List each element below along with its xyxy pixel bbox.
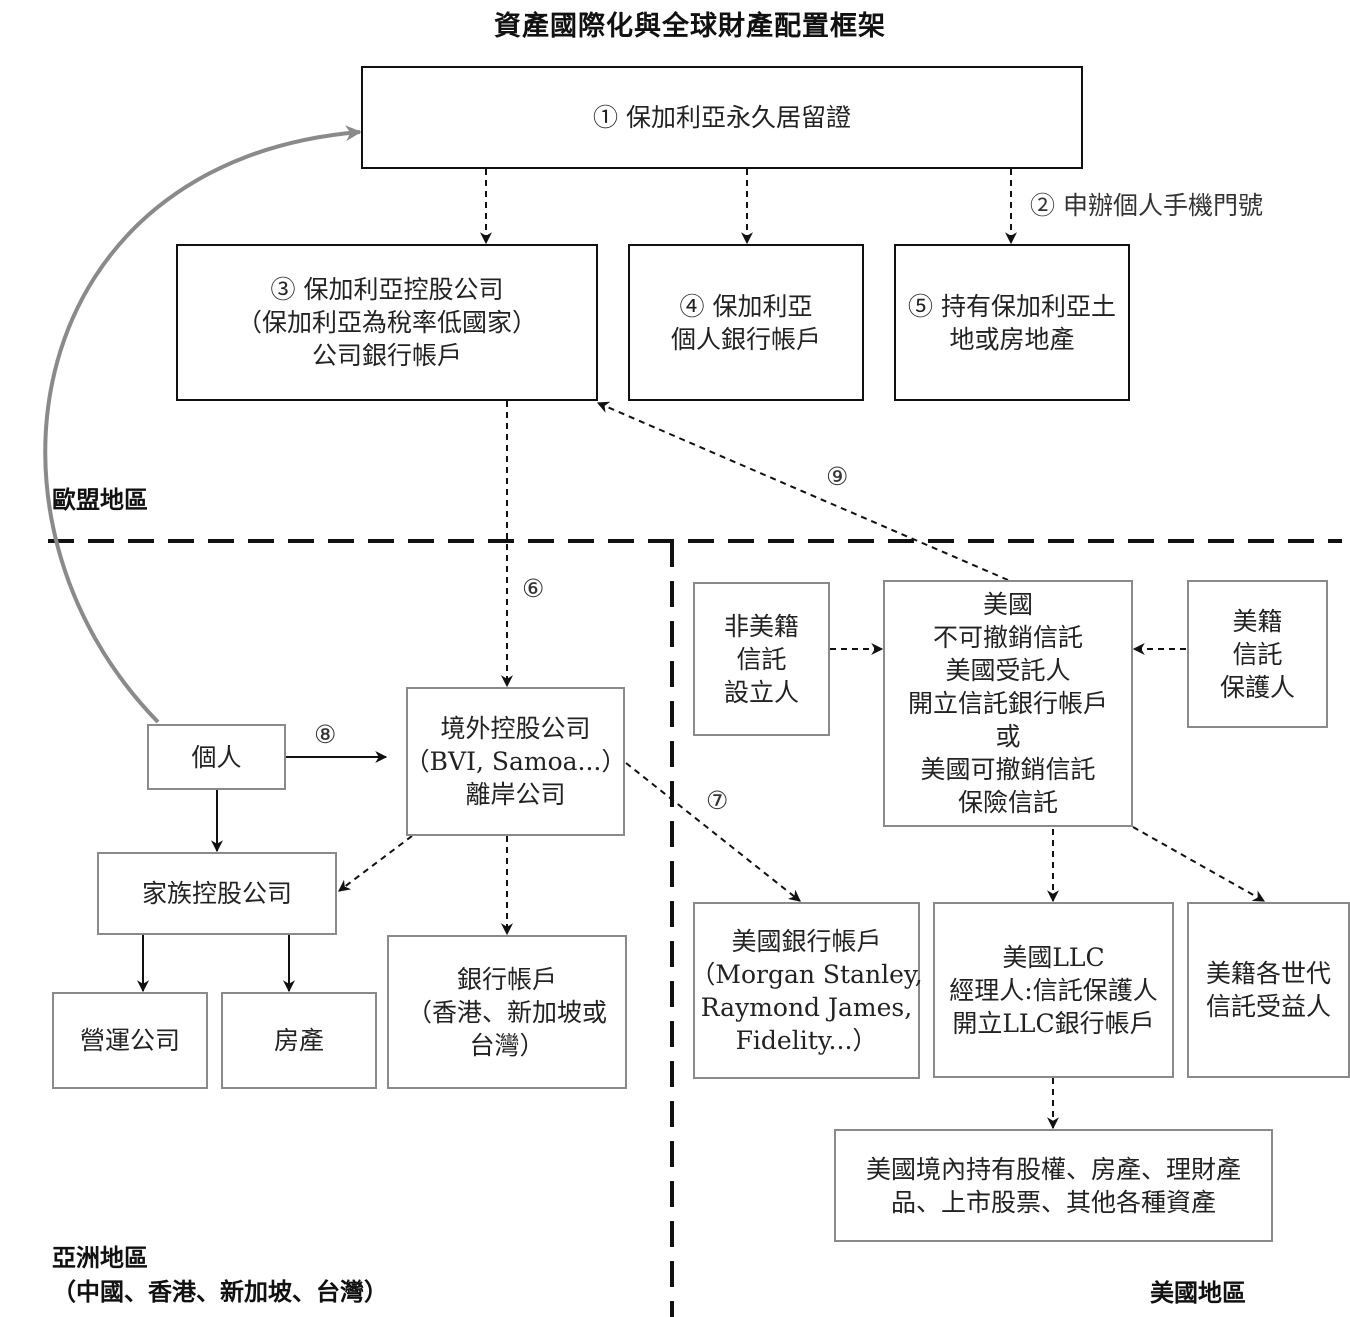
- node-text-line: 非美籍: [723, 611, 799, 641]
- node-text-line: 房產: [273, 1026, 324, 1055]
- label-step-7: ⑦: [706, 786, 729, 815]
- node-residency-permit: ① 保加利亞永久居留證: [361, 66, 1083, 169]
- node-text-line: Raymond James,: [700, 992, 913, 1022]
- node-text-line: 地或房地產: [949, 324, 1075, 354]
- node-text-line: 保護人: [1219, 672, 1295, 702]
- node-text-line: 或: [995, 722, 1021, 751]
- node-us-beneficiaries: 美籍各世代信託受益人: [1187, 902, 1350, 1078]
- node-text-line: 個人銀行帳戶: [670, 324, 821, 354]
- node-text-line: 經理人:信託保護人: [949, 975, 1158, 1005]
- node-text-line: （Morgan Stanley,: [690, 959, 923, 989]
- node-bulgaria-real-estate: ⑤ 持有保加利亞土地或房地產: [894, 244, 1130, 401]
- node-text-line: 不可撤銷信託: [932, 623, 1083, 652]
- node-text-line: 信託受益人: [1205, 992, 1331, 1021]
- node-text-line: 美國可撤銷信託: [920, 755, 1096, 784]
- label-step-9: ⑨: [826, 462, 849, 491]
- label-step-8: ⑧: [314, 720, 337, 749]
- node-bulgaria-holding-company: ③ 保加利亞控股公司 （保加利亞為稅率低國家） 公司銀行帳戶: [176, 244, 598, 401]
- region-eu: 歐盟地區: [52, 485, 148, 514]
- node-text-line: Fidelity...）: [735, 1025, 878, 1055]
- node-text-line: 開立LLC銀行帳戶: [952, 1008, 1155, 1038]
- node-text-line: ① 保加利亞永久居留證: [593, 103, 851, 132]
- node-text-line: 信託: [736, 644, 787, 674]
- node-asia-bank-account: 銀行帳戶（香港、新加坡或台灣）: [387, 935, 627, 1089]
- node-text-line: 美國銀行帳戶: [731, 926, 882, 956]
- node-text-line: 保險信託: [957, 788, 1058, 817]
- node-text-line: 美籍各世代: [1205, 959, 1331, 988]
- node-us-assets: 美國境內持有股權、房產、理財產品、上市股票、其他各種資產: [834, 1129, 1273, 1242]
- node-individual: 個人: [147, 724, 286, 790]
- node-text-line: 美國: [982, 590, 1033, 619]
- region-asia: 亞洲地區: [52, 1243, 148, 1272]
- node-text-line: 境外控股公司: [440, 714, 591, 743]
- node-text-line: 美籍: [1232, 606, 1283, 636]
- node-text-line: 台灣）: [469, 1030, 545, 1060]
- node-text-line: ⑤ 持有保加利亞土: [908, 291, 1116, 321]
- node-offshore-holding-company: 境外控股公司 （BVI, Samoa...） 離岸公司: [404, 687, 627, 836]
- node-text-line: 開立信託銀行帳戶: [907, 689, 1108, 718]
- node-text-line: ④ 保加利亞: [679, 291, 813, 321]
- label-step-6: ⑥: [522, 574, 545, 603]
- node-text-line: 營運公司: [79, 1026, 180, 1055]
- edge-trust-to-beneficiary: [1132, 826, 1266, 902]
- node-text-line: 設立人: [723, 677, 799, 707]
- node-text-line: （保加利亞為稅率低國家）: [236, 308, 537, 337]
- region-us: 美國地區: [1150, 1278, 1246, 1307]
- node-text-line: 品、上市股票、其他各種資產: [890, 1187, 1216, 1217]
- edge-offshore-to-usbank: [625, 762, 801, 902]
- node-family-holding-company: 家族控股公司: [97, 852, 337, 935]
- node-text-line: （香港、新加坡或: [406, 997, 607, 1027]
- node-text-line: （BVI, Samoa...）: [404, 747, 627, 776]
- node-bulgaria-personal-bank: ④ 保加利亞個人銀行帳戶: [628, 244, 864, 401]
- node-us-bank-account: 美國銀行帳戶（Morgan Stanley,Raymond James,Fide…: [690, 902, 923, 1079]
- node-text-line: 美國受託人: [945, 656, 1071, 685]
- node-text-line: 離岸公司: [465, 780, 566, 809]
- node-text-line: 家族控股公司: [141, 879, 292, 908]
- node-operating-company: 營運公司: [52, 992, 208, 1089]
- node-property: 房產: [221, 992, 377, 1089]
- edge-offshore-to-family: [338, 835, 413, 892]
- node-text-line: 公司銀行帳戶: [311, 341, 462, 370]
- node-text-line: 美國境內持有股權、房產、理財產: [865, 1154, 1241, 1184]
- node-text-line: 信託: [1232, 639, 1283, 669]
- edge-person-to-residency: [43, 125, 362, 724]
- node-text-line: 美國LLC: [1002, 942, 1105, 972]
- region-asia-detail: （中國、香港、新加坡、台灣）: [52, 1277, 388, 1306]
- node-us-trust: 美國不可撤銷信託美國受託人開立信託銀行帳戶或美國可撤銷信託保險信託: [883, 580, 1133, 827]
- diagram-title: 資產國際化與全球財產配置框架: [494, 11, 886, 42]
- node-us-trust-protector: 美籍信託保護人: [1187, 580, 1328, 728]
- edge-trust-to-3: [596, 401, 1009, 581]
- label-mobile-number: ② 申辦個人手機門號: [1030, 191, 1263, 220]
- node-text-line: 銀行帳戶: [456, 964, 557, 994]
- node-non-us-settlor: 非美籍信託設立人: [693, 582, 830, 736]
- node-text-line: 個人: [191, 742, 242, 772]
- node-text-line: ③ 保加利亞控股公司: [270, 275, 504, 304]
